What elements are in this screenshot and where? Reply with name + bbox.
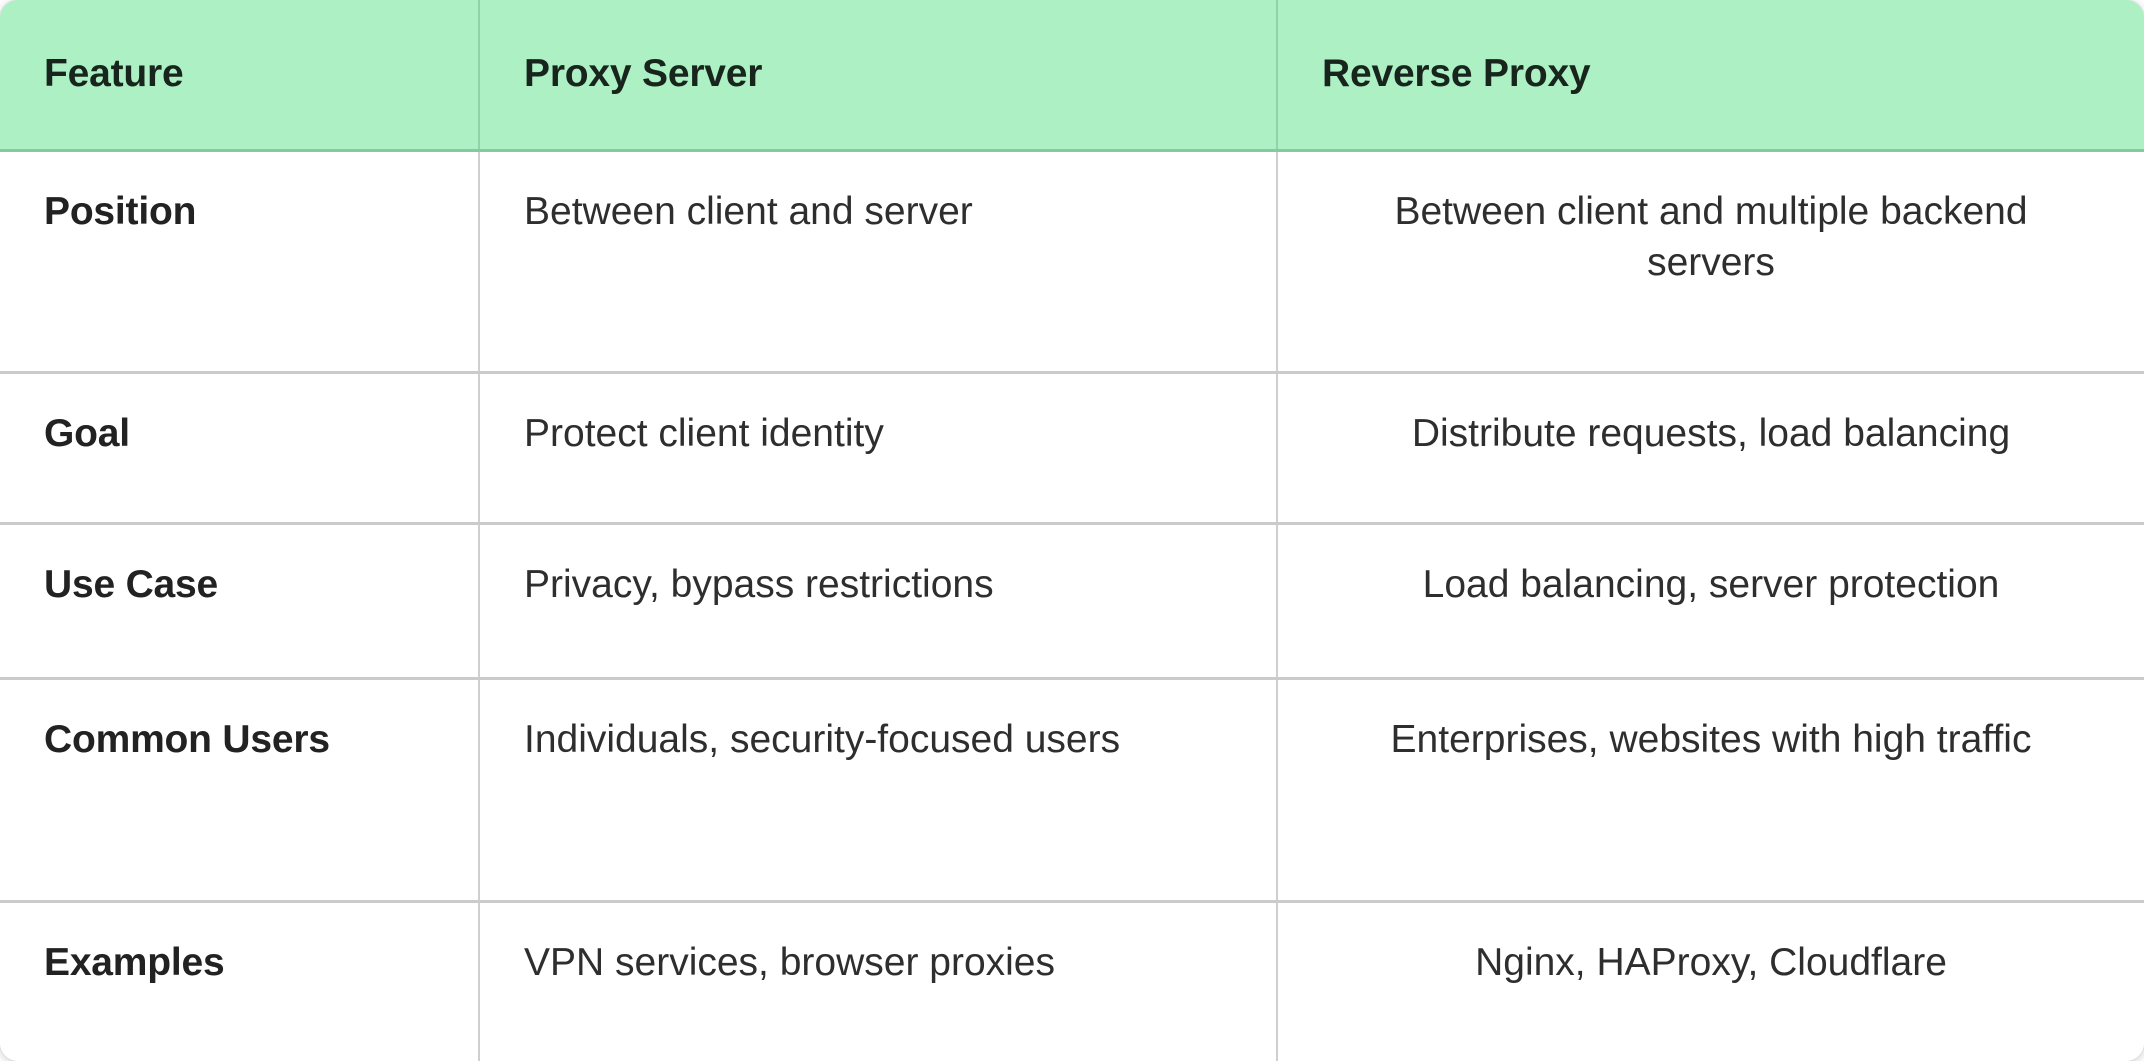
table-row: Goal Protect client identity Distribute … xyxy=(0,372,2144,525)
row-feature-examples: Examples xyxy=(0,901,480,1061)
cell-reverse-proxy-goal: Distribute requests, load balancing xyxy=(1277,372,2144,525)
cell-proxy-server-position: Between client and server xyxy=(479,150,1278,374)
header-row: Feature Proxy Server Reverse Proxy xyxy=(0,0,2144,152)
cell-proxy-server-goal: Protect client identity xyxy=(479,372,1278,525)
table-row: Use Case Privacy, bypass restrictions Lo… xyxy=(0,523,2144,680)
cell-proxy-server-common-users: Individuals, security-focused users xyxy=(479,678,1278,903)
table-row: Position Between client and server Betwe… xyxy=(0,150,2144,374)
table-body: Position Between client and server Betwe… xyxy=(0,150,2144,1061)
column-header-feature: Feature xyxy=(0,0,480,152)
cell-reverse-proxy-examples: Nginx, HAProxy, Cloudflare xyxy=(1475,940,1947,984)
row-feature-use-case: Use Case xyxy=(0,523,480,680)
cell-proxy-server-use-case: Privacy, bypass restrictions xyxy=(479,523,1278,680)
column-header-reverse-proxy: Reverse Proxy xyxy=(1277,0,2144,152)
cell-reverse-proxy-use-case: Load balancing, server protection xyxy=(1277,523,2144,680)
table-row: Examples VPN services, browser proxies N… xyxy=(0,901,2144,1061)
table-row: Common Users Individuals, security-focus… xyxy=(0,678,2144,903)
row-feature-common-users: Common Users xyxy=(0,678,480,903)
cell-proxy-server-examples: VPN services, browser proxies xyxy=(479,901,1278,1061)
column-header-proxy-server: Proxy Server xyxy=(479,0,1278,152)
cell-reverse-proxy-position: Between client and multiple backend serv… xyxy=(1277,150,2144,374)
cell-reverse-proxy-common-users: Enterprises, websites with high traffic xyxy=(1277,678,2144,903)
table-header: Feature Proxy Server Reverse Proxy xyxy=(0,0,2144,152)
row-feature-position: Position xyxy=(0,150,480,374)
row-feature-goal: Goal xyxy=(0,372,480,525)
